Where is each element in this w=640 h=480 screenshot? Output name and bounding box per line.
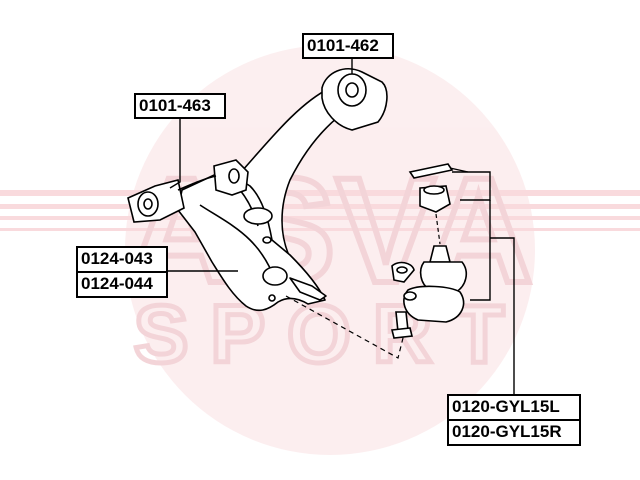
cotter-pin [408, 163, 454, 179]
leader-lines [168, 118, 515, 394]
front-bushing [127, 159, 249, 223]
ball-joint-stud [428, 245, 452, 263]
front-bushing-bracket-hole [228, 168, 240, 184]
part-label-0124-044[interactable]: 0124-044 [76, 271, 168, 298]
watermark-circle [125, 45, 535, 455]
dash-line-arm-to-bolt [285, 295, 405, 359]
part-label-0120-gyl15l[interactable]: 0120-GYL15L [447, 394, 581, 421]
part-label-0101-462[interactable]: 0101-462 [302, 33, 394, 59]
ball-joint-bolt-head [391, 327, 413, 339]
front-bushing-link [177, 175, 217, 191]
part-label-0124-043[interactable]: 0124-043 [76, 246, 168, 273]
part-label-0120-gyl15r[interactable]: 0120-GYL15R [447, 419, 581, 446]
ball-joint-flange-hole [403, 291, 417, 301]
part-label-0101-463[interactable]: 0101-463 [134, 93, 226, 119]
ball-joint-housing [403, 285, 465, 323]
leader-ball-joint-bracket [452, 171, 491, 201]
ball-joint-tab-hole [396, 266, 408, 274]
control-arm-body [177, 169, 326, 312]
castle-nut-top [423, 185, 445, 195]
front-bushing-core [143, 198, 153, 210]
rear-bushing [321, 58, 388, 131]
watermark-stripes [0, 190, 640, 231]
control-arm-hole-3 [262, 266, 288, 286]
rear-bushing-inner [345, 82, 359, 98]
lower-control-arm [177, 87, 351, 312]
ball-joint [391, 163, 469, 339]
control-arm-ball-mount [289, 277, 327, 301]
control-arm-hole-2 [262, 236, 272, 244]
control-arm-hole-1 [243, 207, 273, 225]
leader-ball-joint-long [490, 237, 515, 394]
leader-ball-joint-bracket-2 [470, 200, 491, 301]
leader-front-bushing [169, 118, 181, 189]
control-arm-hole-4 [268, 294, 276, 302]
watermark-sub: SPORT [134, 289, 526, 380]
assembly-dash-lines [285, 295, 405, 359]
ball-joint-axis [435, 213, 441, 245]
